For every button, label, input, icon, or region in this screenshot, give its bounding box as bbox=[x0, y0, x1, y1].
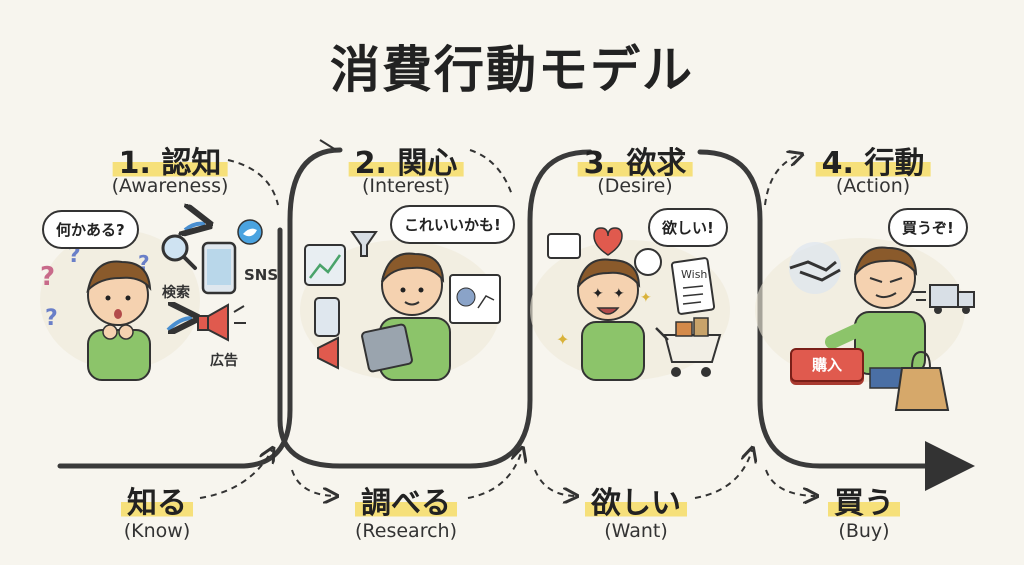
dashed-arrow-3 bbox=[764, 155, 800, 206]
bottom-label-research: 調べる bbox=[355, 478, 457, 522]
bottom-sub-research: (Research) bbox=[355, 520, 457, 542]
stage-subtitle-interest: (Interest) bbox=[361, 175, 451, 197]
speech-bubble-action: 買うぞ! bbox=[888, 208, 968, 247]
dashed-arrow-5 bbox=[291, 469, 335, 496]
stage-title-awareness: 1. 認知 bbox=[112, 138, 228, 182]
svg-text:?: ? bbox=[68, 243, 81, 268]
svg-text:?: ? bbox=[138, 251, 150, 275]
svg-text:✦: ✦ bbox=[640, 290, 652, 306]
label-ads: 広告 bbox=[210, 353, 238, 369]
dashed-arrow-7 bbox=[534, 469, 575, 496]
dashed-arrow-6 bbox=[467, 450, 522, 499]
dashed-arrow-8 bbox=[694, 450, 752, 499]
journey-path-3 bbox=[697, 149, 975, 491]
stage1-illustration: ? ? ? ? bbox=[40, 220, 263, 381]
stage-title-interest: 2. 関心 bbox=[348, 138, 464, 182]
dashed-arrow-2 bbox=[469, 149, 513, 196]
svg-text:✦: ✦ bbox=[556, 330, 569, 349]
bottom-sub-want: (Want) bbox=[604, 520, 668, 542]
svg-text:✦: ✦ bbox=[613, 286, 625, 302]
stage-title-action: 4. 行動 bbox=[815, 138, 931, 182]
dashed-arrow-4 bbox=[199, 450, 272, 499]
purchase-button: 購入 bbox=[790, 348, 864, 382]
svg-text:?: ? bbox=[40, 262, 55, 292]
speech-bubble-awareness: 何かある? bbox=[42, 210, 139, 249]
stage-subtitle-awareness: (Awareness) bbox=[111, 175, 229, 197]
bottom-label-buy: 買う bbox=[828, 478, 900, 522]
bottom-sub-know: (Know) bbox=[123, 520, 191, 542]
stage-subtitle-action: (Action) bbox=[835, 175, 911, 197]
stage-title-desire: 3. 欲求 bbox=[577, 138, 693, 182]
label-search: 検索 bbox=[162, 285, 190, 301]
stage-subtitle-desire: (Desire) bbox=[597, 175, 673, 197]
speech-bubble-desire: 欲しい! bbox=[648, 208, 728, 247]
svg-text:✦: ✦ bbox=[592, 286, 604, 302]
speech-bubble-interest: これいいかも! bbox=[390, 205, 515, 244]
stage3-illustration: Wish ✦ ✦ ✦ ✦ bbox=[530, 227, 730, 381]
bottom-sub-buy: (Buy) bbox=[838, 520, 890, 542]
bottom-label-want: 欲しい bbox=[585, 478, 687, 522]
svg-text:?: ? bbox=[45, 306, 58, 331]
stage4-illustration bbox=[755, 238, 975, 411]
dashed-arrow-1 bbox=[227, 159, 279, 206]
dashed-arrow-9 bbox=[765, 469, 815, 496]
label-sns: SNS bbox=[244, 266, 279, 284]
dashed-arrow-10 bbox=[319, 139, 337, 151]
page-title: 消費行動モデル bbox=[330, 41, 694, 99]
wish-list-text: Wish bbox=[681, 268, 707, 281]
stage2-illustration bbox=[300, 231, 501, 381]
bottom-label-know: 知る bbox=[121, 478, 193, 522]
